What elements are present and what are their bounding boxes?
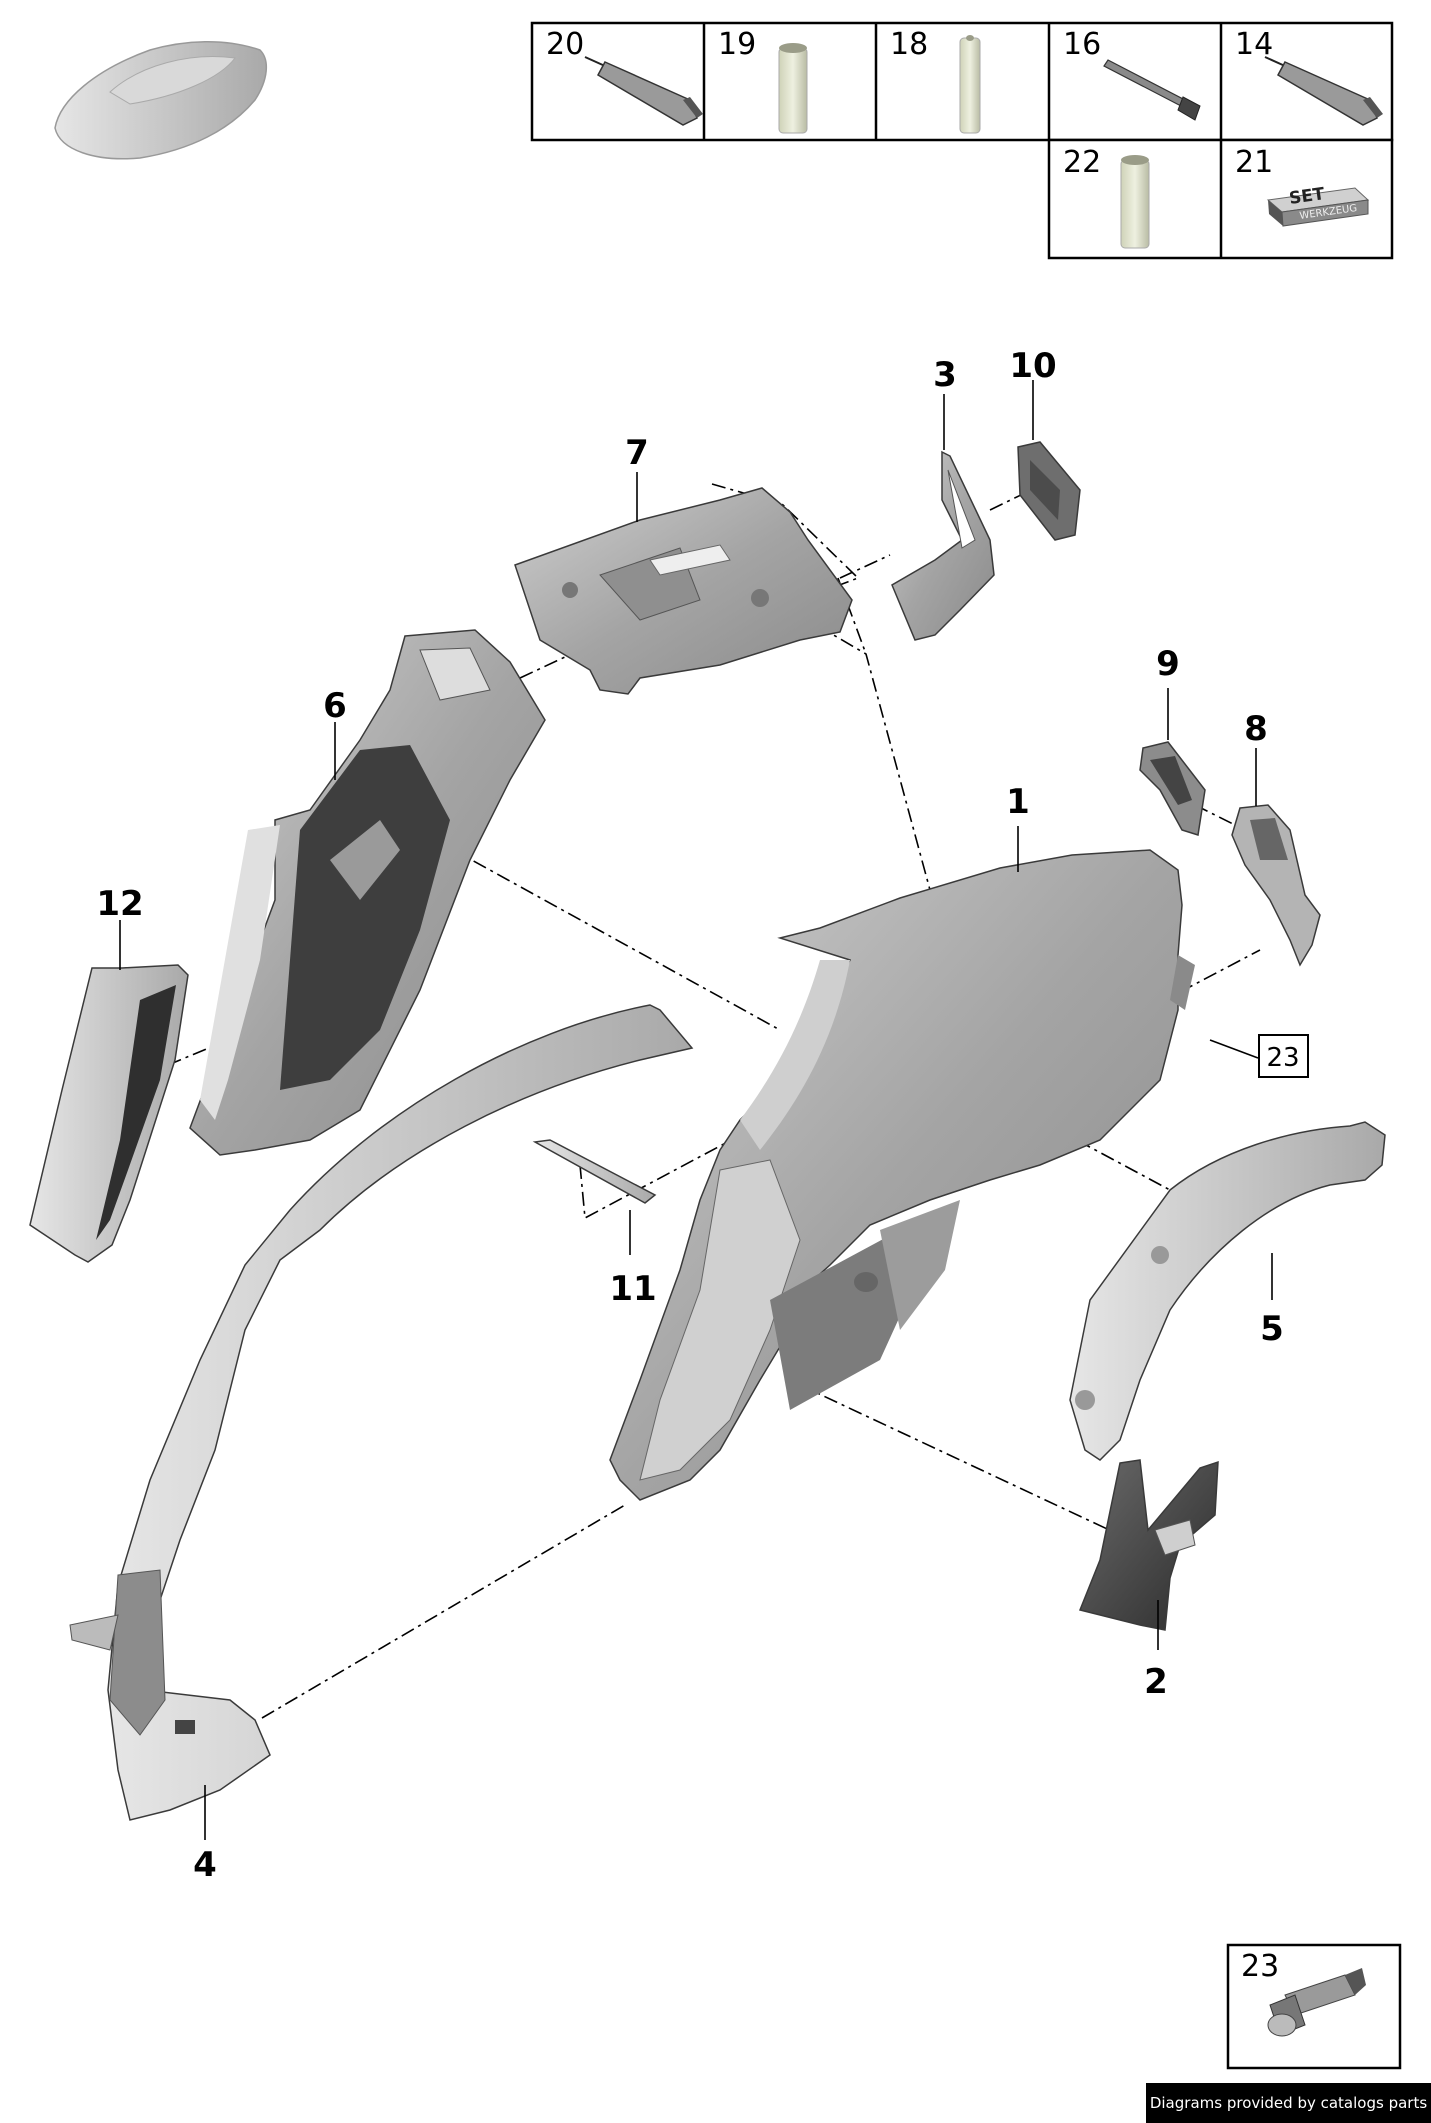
part-5-wheel-housing — [1069, 1121, 1386, 1461]
tool-set-box-icon: SET WERKZEUG — [1266, 184, 1370, 227]
set-box-label: SET — [1288, 184, 1326, 209]
detail-box-number: 23 — [1241, 1949, 1279, 1984]
legend-cell-22-label: 22 — [1063, 145, 1101, 180]
callout-8: 8 — [1244, 709, 1268, 749]
callout-2: 2 — [1144, 1662, 1168, 1702]
sealant-cartridge-2-icon — [1264, 56, 1383, 126]
part-3-bracket — [891, 450, 995, 641]
can-icon — [778, 43, 808, 134]
detail-box-23: 23 — [1226, 1943, 1402, 2070]
part-6-pillar-inner — [189, 629, 546, 1156]
legend-cell-18-label: 18 — [890, 27, 928, 62]
legend-table: 20 19 18 16 14 22 21 — [530, 21, 1394, 260]
part-10-grille — [1017, 441, 1081, 541]
part-9-bracket — [1139, 741, 1206, 836]
part-7-upper-panel — [514, 487, 853, 695]
callout-9: 9 — [1156, 644, 1180, 684]
part-8-bracket — [1231, 804, 1321, 967]
sealant-cartridge-icon — [584, 56, 703, 126]
legend-cell-16-label: 16 — [1063, 27, 1101, 62]
callout-1: 1 — [1006, 782, 1030, 822]
leader-lines — [119, 380, 1273, 1840]
callout-7: 7 — [625, 433, 649, 473]
part-4-arch — [69, 1004, 694, 1821]
car-thumbnail-icon — [54, 41, 267, 160]
legend-cell-19-label: 19 — [718, 27, 756, 62]
legend-cell-20-label: 20 — [546, 27, 584, 62]
callout-23: 23 — [1266, 1043, 1299, 1073]
callout-6: 6 — [323, 686, 347, 726]
rod-tool-icon — [1103, 59, 1201, 121]
can-2-icon — [1120, 155, 1150, 249]
callout-10: 10 — [1009, 346, 1056, 386]
part-2-dark-bracket — [1078, 1459, 1219, 1631]
tube-icon — [959, 35, 981, 134]
part-1-quarter-panel — [609, 849, 1195, 1501]
part-11-strip — [532, 1139, 657, 1204]
callout-4: 4 — [193, 1845, 217, 1885]
legend-cell-21-label: 21 — [1235, 145, 1273, 180]
part-12-small-pillar — [29, 964, 189, 1263]
callout-3: 3 — [933, 355, 957, 395]
footer-credit: Diagrams provided by catalogs parts — [1146, 2083, 1431, 2123]
callout-5: 5 — [1260, 1309, 1284, 1349]
callouts: 1 2 3 4 5 6 7 8 9 10 11 12 23 — [96, 346, 1309, 1885]
bolt-icon — [1267, 1968, 1366, 2037]
callout-12: 12 — [96, 884, 143, 924]
legend-cell-14-label: 14 — [1235, 27, 1273, 62]
callout-11: 11 — [609, 1269, 656, 1309]
